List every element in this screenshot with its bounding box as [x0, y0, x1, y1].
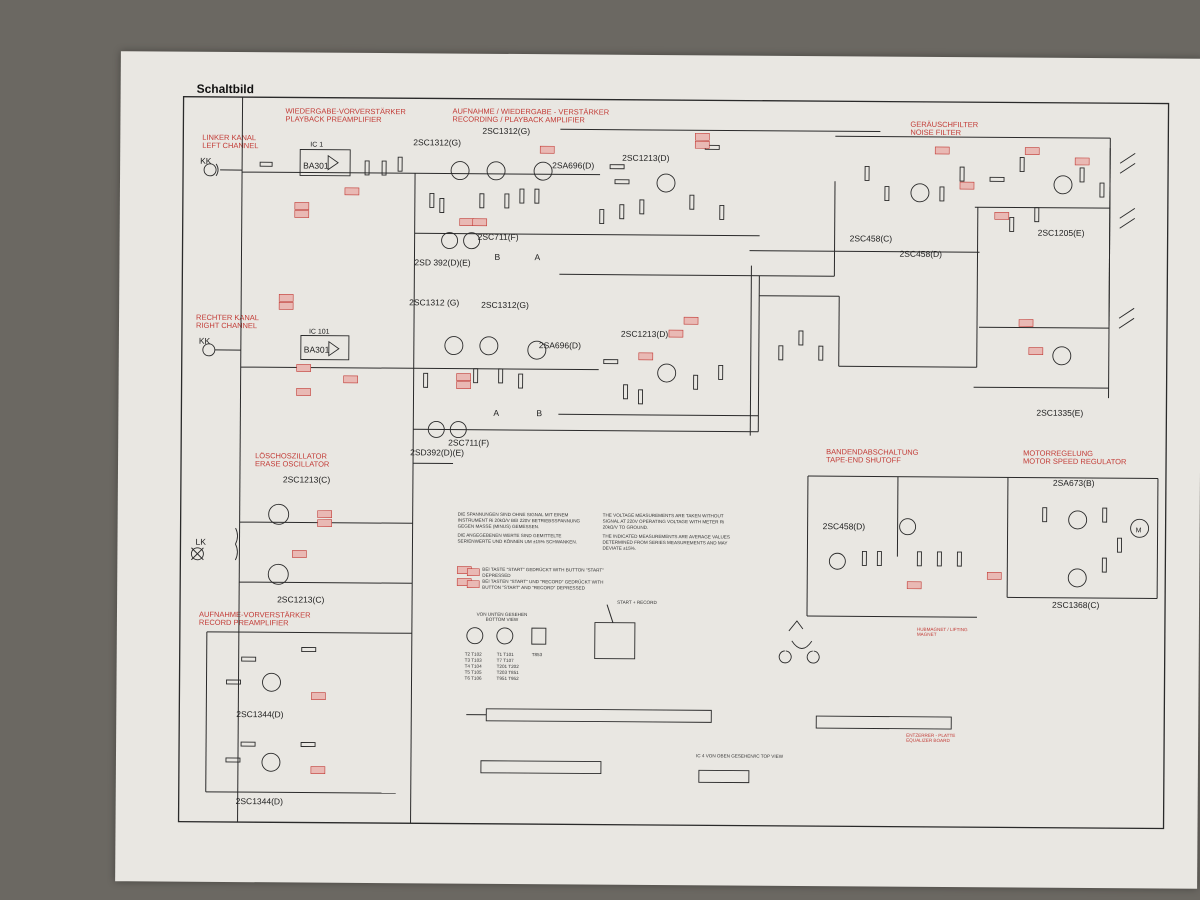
title-right-channel-en: RIGHT CHANNEL [196, 321, 257, 330]
label-point-b-bottom: B [536, 408, 542, 418]
label-t-nf-1: 2SC458(C) [850, 233, 893, 243]
title-tape-end-en: TAPE-END SHUTOFF [826, 455, 901, 465]
section-titles: WIEDERGABE-VORVERSTÄRKER PLAYBACK PREAMP… [196, 106, 1127, 628]
title-left-channel-en: LEFT CHANNEL [202, 141, 258, 150]
label-ic-top-ref: IC 1 [310, 142, 323, 149]
title-record-preamp-de: AUFNAHME-VORVERSTÄRKER [199, 610, 311, 620]
diagram-frame [177, 96, 1170, 830]
label-kk-top: KK [200, 156, 212, 166]
label-point-a-bottom: A [493, 408, 499, 418]
label-ic-bottom-ref: IC 101 [309, 329, 330, 336]
label-t-bot-6: 2SD392(D)(E) [410, 447, 464, 457]
svg-text:T6 T106: T6 T106 [465, 676, 483, 681]
note-de-2: DIE ANGEGEBENEN WERTE SIND GEMITTELTE SE… [457, 532, 577, 545]
label-t-nf-2: 2SC458(D) [899, 249, 942, 259]
title-playback-preamp-de: WIEDERGABE-VORVERSTÄRKER [285, 106, 406, 116]
svg-text:T1 T101: T1 T101 [497, 652, 515, 657]
legend-start-record: BEI TASTEN "START" UND "RECORD" GEDRÜCKT… [482, 578, 604, 591]
label-t-osc-2: 2SC1213(C) [277, 594, 324, 604]
svg-text:T3 T103: T3 T103 [465, 658, 483, 663]
connector-strips: IC 4 VON OBEN GESEHEN/IC TOP VIEW ENTZER… [466, 620, 968, 784]
title-motor-reg-de: MOTORREGELUNG [1023, 449, 1093, 458]
label-t-osc-1: 2SC1213(C) [283, 474, 330, 484]
label-t-bot-4: 2SC1213(D) [621, 329, 668, 339]
label-t-top-2: 2SC1312(G) [482, 126, 530, 136]
note-de-1: DIE SPANNUNGEN SIND OHNE SIGNAL MIT EINE… [457, 511, 581, 530]
title-tape-end-de: BANDENDABSCHALTUNG [826, 447, 919, 457]
title-rec-play-amp-de: AUFNAHME / WIEDERGABE - VERSTÄRKER [452, 107, 609, 117]
svg-text:M: M [1136, 527, 1142, 534]
title-left-channel-de: LINKER KANAL [202, 133, 256, 142]
label-ic-top: BA301 [303, 161, 329, 171]
svg-text:T951 T952: T951 T952 [497, 676, 520, 681]
title-noise-filter-en: NOISE FILTER [910, 128, 961, 137]
svg-text:T7 T107: T7 T107 [497, 658, 515, 663]
magnet-caption: HUBMAGNET / LIFTING MAGNET [916, 626, 968, 637]
svg-text:T4 T104: T4 T104 [465, 664, 483, 669]
label-t-nf-3: 2SC1205(E) [1038, 228, 1085, 238]
main-wiring [237, 97, 1159, 824]
svg-text:T203 T851: T203 T851 [497, 670, 520, 675]
circuit-detail-bottom: M [190, 330, 1150, 794]
bottom-view-pinouts: VON UNTEN GESEHEN BOTTOM VIEW T2 T102T3 … [465, 599, 657, 681]
measurement-notes: DIE SPANNUNGEN SIND OHNE SIGNAL MIT EINE… [457, 511, 730, 591]
label-lk: LK [195, 537, 206, 547]
label-point-a-top: A [534, 252, 540, 262]
svg-text:T201 T202: T201 T202 [497, 664, 520, 669]
title-rec-play-amp-en: RECORDING / PLAYBACK AMPLIFIER [452, 115, 585, 125]
label-t-bot-2: 2SC1312(G) [481, 300, 529, 310]
note-en-1: THE VOLTAGE MEASUREMENTS ARE TAKEN WITHO… [602, 512, 725, 530]
label-t-top-5: 2SC711(F) [478, 232, 519, 242]
svg-text:T853: T853 [532, 652, 543, 657]
start-record-caption: START + RECORD [617, 599, 657, 605]
component-labels: KK KK LK IC 1 BA301 IC 101 BA301 2SC1312… [195, 126, 1099, 807]
label-t-top-1: 2SC1312(G) [413, 137, 461, 147]
label-t-top-6: 2SD 392(D)(E) [414, 257, 470, 267]
svg-text:T2 T102: T2 T102 [465, 652, 483, 657]
ic-top-view-caption: IC 4 VON OBEN GESEHEN/IC TOP VIEW [695, 753, 784, 759]
legend-start: BEI TASTE "START" GEDRÜCKT WITH BUTTON "… [482, 566, 604, 578]
voltage-badges [278, 132, 1090, 774]
title-erase-osc-de: LÖSCHOSZILLATOR [255, 451, 327, 461]
schematic-sheet: Schaltbild WIEDERGABE-VORVERSTÄRKER PLAY… [115, 51, 1200, 889]
label-t-motor-2: 2SC1368(C) [1052, 600, 1099, 610]
title-erase-osc-en: ERASE OSCILLATOR [255, 459, 330, 469]
label-t-bot-5: 2SC711(F) [448, 438, 489, 448]
bottom-view-caption: VON UNTEN GESEHEN BOTTOM VIEW [476, 611, 528, 623]
note-en-2: THE INDICATED MEASUREMENTS ARE AVERAGE V… [602, 533, 730, 551]
label-t-top-3: 2SA696(D) [552, 160, 594, 170]
label-t-rec-2: 2SC1344(D) [236, 796, 283, 806]
svg-text:T5 T105: T5 T105 [465, 670, 483, 675]
title-motor-reg-en: MOTOR SPEED REGULATOR [1023, 457, 1127, 467]
label-kk-bottom: KK [199, 336, 211, 346]
label-t-rec-1: 2SC1344(D) [236, 709, 283, 719]
label-point-b-top: B [494, 252, 500, 262]
label-t-motor-1: 2SA673(B) [1053, 478, 1095, 488]
label-t-tape: 2SC458(D) [823, 521, 866, 531]
label-t-top-4: 2SC1213(D) [622, 153, 669, 163]
title-right-channel-de: RECHTER KANAL [196, 313, 259, 322]
schematic-diagram: WIEDERGABE-VORVERSTÄRKER PLAYBACK PREAMP… [177, 96, 1170, 830]
label-t-bot-1: 2SC1312 (G) [409, 297, 459, 307]
circuit-detail-top [203, 144, 1136, 366]
label-t-bot-3: 2SA696(D) [539, 340, 581, 350]
label-ic-bottom: BA301 [304, 345, 330, 355]
label-t-nf-4: 2SC1335(E) [1036, 408, 1083, 418]
title-playback-preamp-en: PLAYBACK PREAMPLIFIER [285, 114, 382, 124]
equalizer-caption: ENTZERRER - PLATTE EQUALIZER BOARD [906, 732, 956, 744]
title-record-preamp-en: RECORD PREAMPLIFIER [199, 618, 289, 628]
title-noise-filter-de: GERÄUSCHFILTER [910, 120, 978, 129]
